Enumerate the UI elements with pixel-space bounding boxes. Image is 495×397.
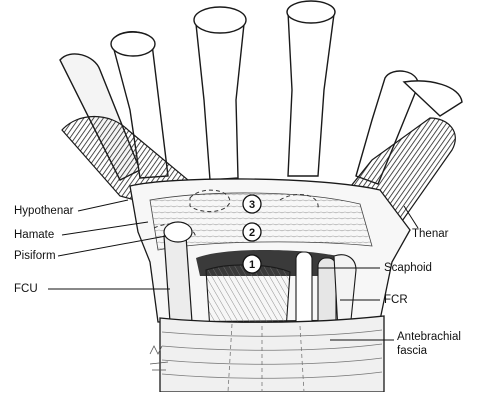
hamate-label: Hamate <box>14 229 54 242</box>
fcu-label: FCU <box>14 283 38 296</box>
antebrachial-label: Antebrachial <box>397 331 461 344</box>
marker-2-label: 2 <box>249 227 255 239</box>
marker-2: 2 <box>243 223 261 241</box>
fcr-label: FCR <box>384 294 408 307</box>
marker-1-label: 1 <box>249 259 255 271</box>
marker-1: 1 <box>243 255 261 273</box>
pisiform-bone <box>164 222 192 242</box>
antebrachial-fascia <box>160 316 384 392</box>
marker-3-label: 3 <box>249 199 255 211</box>
scaphoid-label: Scaphoid <box>384 262 432 275</box>
fascia-label: fascia <box>397 345 427 358</box>
pisiform-label: Pisiform <box>14 250 56 263</box>
marker-3: 3 <box>243 195 261 213</box>
thenar-label: Thenar <box>412 228 448 241</box>
hypothenar-label: Hypothenar <box>14 205 73 218</box>
